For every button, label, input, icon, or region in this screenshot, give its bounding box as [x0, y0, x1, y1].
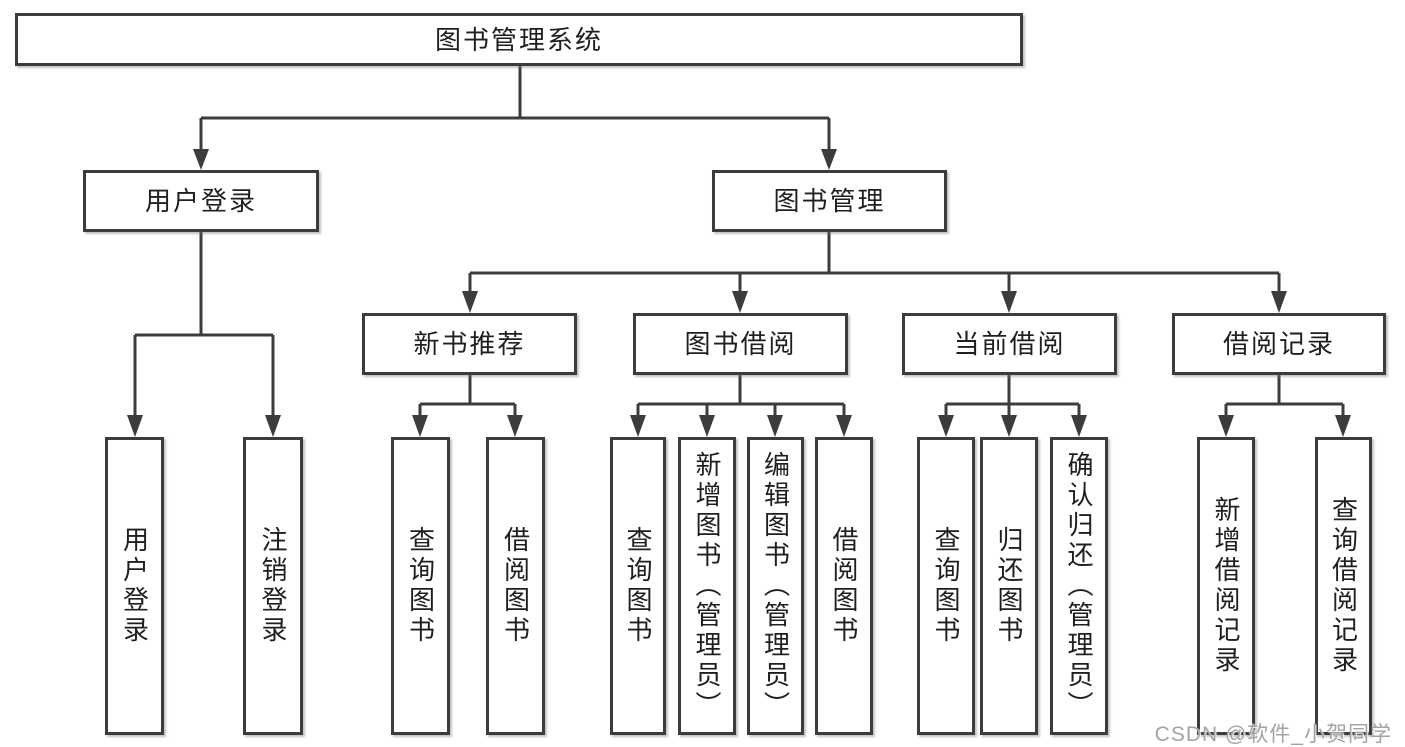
arrowhead-book-borrow	[732, 291, 748, 313]
leaf-add-book-admin: 新增图书（管理员）	[678, 437, 736, 735]
arrowhead-borrow-1	[507, 415, 523, 437]
arrowhead-leaf-user-login	[127, 415, 143, 437]
leaf-add-borrow-record: 新增借阅记录	[1197, 437, 1255, 735]
leaf-borrow-books-borrowing: 借阅图书	[815, 437, 873, 735]
arrowhead-borrow-2	[836, 415, 852, 437]
arrowhead-return-book	[1001, 415, 1017, 437]
arrowhead-user-login	[193, 149, 209, 170]
node-current-borrowing: 当前借阅	[902, 313, 1117, 375]
leaf-return-book: 归还图书	[980, 437, 1038, 735]
arrowhead-query-2	[630, 415, 646, 437]
csdn-watermark: CSDN @软件_小贺同学	[1154, 723, 1392, 746]
arrowhead-borrow-records	[1271, 291, 1287, 313]
arrowhead-new-book	[462, 291, 478, 313]
arrowhead-query-record	[1335, 415, 1351, 437]
leaf-query-books-recommend: 查询图书	[391, 437, 450, 735]
arrowhead-confirm-return	[1071, 415, 1087, 437]
node-system-root: 图书管理系统	[15, 13, 1023, 66]
leaf-edit-book-admin: 编辑图书（管理员）	[747, 437, 804, 735]
leaf-query-books-borrowing: 查询图书	[610, 437, 666, 735]
node-user-login: 用户登录	[83, 170, 319, 232]
arrowhead-edit-book	[767, 415, 783, 437]
arrowhead-query-1	[412, 415, 428, 437]
leaf-query-borrow-record: 查询借阅记录	[1315, 437, 1372, 735]
arrowhead-current-borrow	[1001, 291, 1017, 313]
node-book-management: 图书管理	[712, 170, 947, 232]
leaf-user-login: 用户登录	[105, 437, 164, 735]
leaf-logout: 注销登录	[243, 437, 303, 735]
arrowhead-add-book	[699, 415, 715, 437]
node-new-book-recommend: 新书推荐	[362, 313, 577, 375]
arrowhead-leaf-logout	[265, 415, 281, 437]
leaf-borrow-books-recommend: 借阅图书	[486, 437, 545, 735]
arrowhead-query-3	[938, 415, 954, 437]
arrowhead-book-management	[821, 149, 837, 170]
leaf-query-books-current: 查询图书	[917, 437, 975, 735]
leaf-confirm-return-admin: 确认归还（管理员）	[1050, 437, 1108, 735]
node-borrow-records: 借阅记录	[1172, 313, 1386, 375]
node-book-borrowing: 图书借阅	[633, 313, 848, 375]
arrowhead-add-record	[1218, 415, 1234, 437]
